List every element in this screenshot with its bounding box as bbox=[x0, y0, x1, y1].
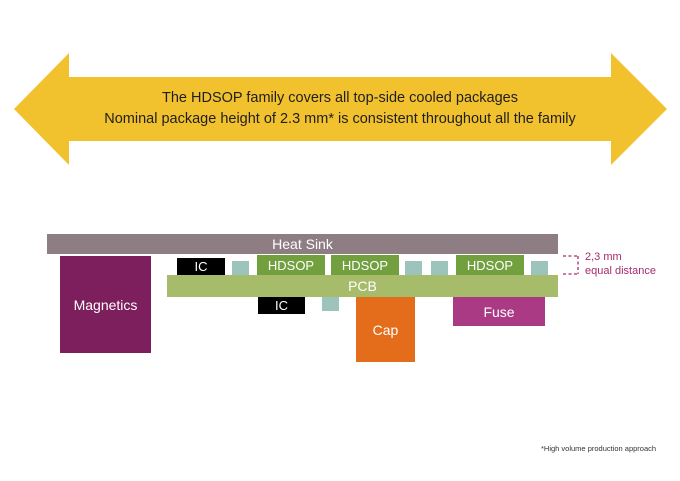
ic-top-block: IC bbox=[177, 258, 225, 275]
magnetics-label: Magnetics bbox=[73, 296, 138, 313]
ic-top-label: IC bbox=[194, 259, 208, 274]
fuse-label: Fuse bbox=[483, 303, 515, 320]
hdsop-label-2: HDSOP bbox=[341, 257, 389, 273]
banner-text: The HDSOP family covers all top-side coo… bbox=[70, 88, 610, 130]
hdsop-block-3: HDSOP bbox=[456, 255, 524, 275]
heat-sink-block: Heat Sink bbox=[47, 234, 558, 254]
heat-sink-label: Heat Sink bbox=[272, 236, 333, 252]
pcb-label: PCB bbox=[348, 278, 377, 294]
fuse-block: Fuse bbox=[453, 297, 545, 326]
dimension-note: equal distance bbox=[585, 265, 656, 277]
pad-1 bbox=[232, 261, 249, 275]
cap-block: Cap bbox=[356, 297, 415, 362]
pad-5 bbox=[322, 297, 339, 311]
dimension-bracket bbox=[563, 255, 579, 275]
ic-bottom-block: IC bbox=[258, 297, 305, 314]
cap-label: Cap bbox=[372, 321, 399, 338]
banner-line-1: The HDSOP family covers all top-side coo… bbox=[162, 90, 518, 106]
pad-3 bbox=[431, 261, 448, 275]
pcb-block: PCB bbox=[167, 275, 558, 297]
magnetics-block: Magnetics bbox=[60, 256, 151, 353]
pad-2 bbox=[405, 261, 422, 275]
arrow-shape bbox=[14, 53, 667, 165]
dimension-annotation: 2,3 mm equal distance bbox=[585, 250, 656, 278]
pad-4 bbox=[531, 261, 548, 275]
hdsop-block-1: HDSOP bbox=[257, 255, 325, 275]
hdsop-label-3: HDSOP bbox=[466, 257, 514, 273]
hdsop-block-2: HDSOP bbox=[331, 255, 399, 275]
dimension-value: 2,3 mm bbox=[585, 251, 622, 263]
footnote: *High volume production approach bbox=[541, 444, 657, 453]
banner-line-2: Nominal package height of 2.3 mm* is con… bbox=[104, 111, 576, 127]
ic-bottom-label: IC bbox=[275, 298, 288, 313]
hdsop-label-1: HDSOP bbox=[267, 257, 315, 273]
